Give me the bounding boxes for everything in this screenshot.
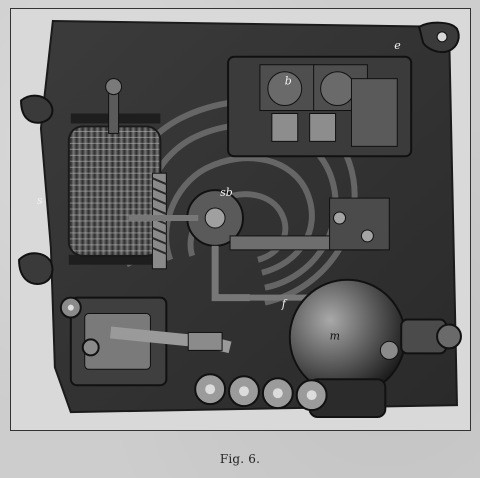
relay-assembly: [227, 55, 413, 158]
left-hook-bottom: [18, 252, 54, 285]
lower-left-mechanism: [69, 296, 232, 387]
label-e: e: [394, 39, 400, 52]
label-m: m: [330, 329, 340, 342]
label-b: b: [285, 75, 292, 88]
solenoid-coil: [67, 78, 163, 265]
figure-caption: Fig. 6.: [219, 452, 261, 466]
figure-plate: s m e sb b f: [10, 8, 471, 431]
lever-bars: [229, 197, 390, 251]
mechanism-illustration: s m e sb b f: [11, 9, 470, 430]
central-pivot: [128, 189, 360, 302]
label-s: s: [37, 194, 43, 207]
spring-rod: [151, 172, 167, 270]
mounting-hole: [436, 31, 448, 43]
label-sb: sb: [220, 186, 233, 199]
side-knobs: [59, 296, 100, 357]
terminal-knobs: [194, 373, 328, 412]
label-f: f: [281, 298, 288, 311]
left-hook-top: [20, 94, 54, 124]
sphere-chamber: [288, 278, 462, 419]
